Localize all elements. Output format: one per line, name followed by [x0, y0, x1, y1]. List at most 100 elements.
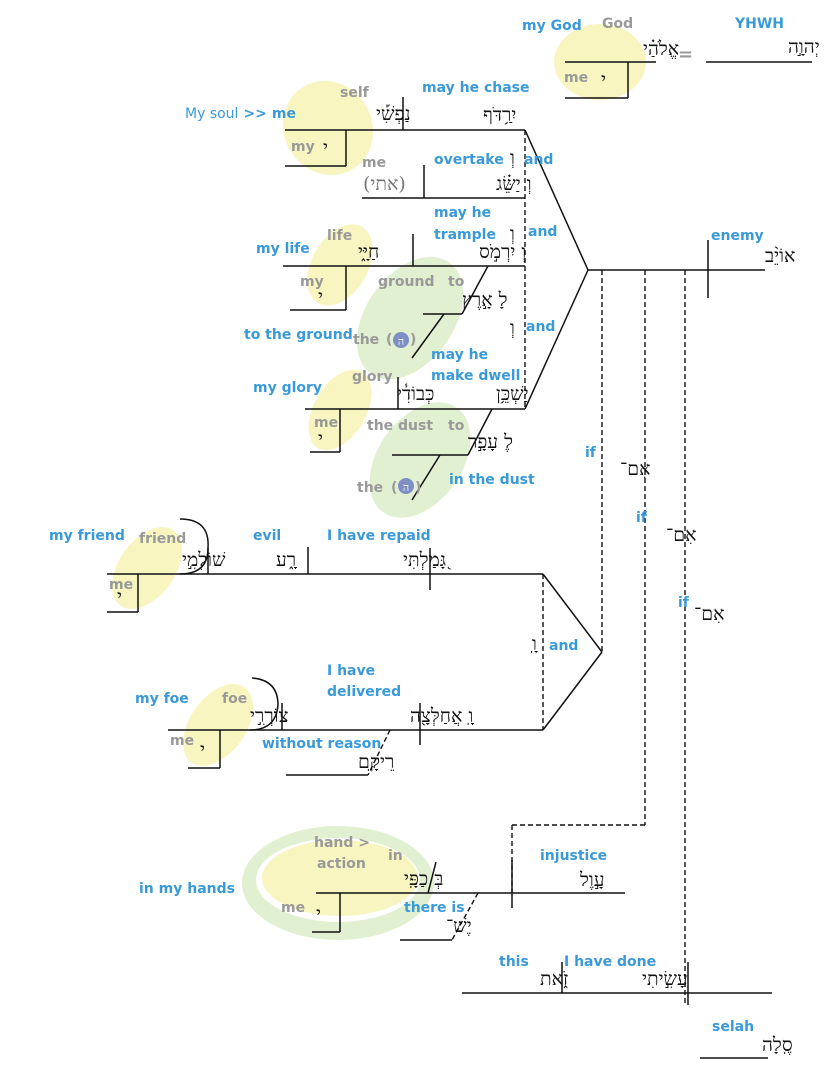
gloss-me-glory: me — [314, 415, 338, 431]
equals-sign: = — [678, 44, 693, 65]
hebrew-elohay: אֱלֹהַ֗י — [643, 38, 679, 60]
hebrew-yiraddof: יִרַ֥דֹּף — [483, 104, 516, 126]
article-dot-dust — [398, 478, 414, 494]
gloss-the-dust-art: the — [357, 480, 383, 496]
gloss-action: action — [317, 856, 366, 872]
gloss-without-reason: without reason — [262, 736, 381, 752]
gloss-i-have-done: I have done — [564, 954, 656, 970]
gloss-to-dust: to — [448, 418, 465, 434]
gloss-my-life-poss: my — [300, 274, 324, 290]
hebrew-yod-soul: י — [323, 137, 328, 159]
hebrew-yod-life: י — [318, 286, 323, 308]
gloss-in-the-dust: in the dust — [449, 472, 535, 488]
article-dot-ground — [393, 332, 409, 348]
gloss-may-he-chase: may he chase — [422, 80, 529, 96]
gloss-evil: evil — [253, 528, 281, 544]
gloss-life: life — [327, 228, 352, 244]
hebrew-im-1: אִם־ — [620, 458, 651, 480]
hebrew-bekappay: בְּ כַפָּֽי — [404, 868, 443, 890]
paren-open-dust: ( — [391, 480, 397, 496]
hebrew-yod-foe: י — [200, 739, 205, 761]
hebrew-yod-glory: י — [318, 428, 323, 450]
highlight-hands-core — [262, 840, 418, 916]
hebrew-yod-friend: י — [117, 586, 122, 608]
hebrew-leafar: לֶ עָפָ֣ר — [468, 431, 513, 453]
gloss-me-god: me — [564, 70, 588, 86]
gloss-ground: ground — [378, 274, 435, 290]
highlight-friend — [112, 527, 182, 609]
gloss-my-foe: my foe — [135, 691, 189, 707]
highlight-ground — [356, 256, 464, 380]
highlight-soul — [282, 80, 374, 176]
gloss-god: God — [602, 16, 633, 32]
gloss-me-hands: me — [281, 900, 305, 916]
hebrew-ra: רָ֑ע — [276, 549, 297, 571]
gloss-my-glory: my glory — [253, 380, 322, 396]
gloss-in-hands: in — [388, 848, 403, 864]
hebrew-yhwh: יְהוָ֣ה — [788, 36, 820, 58]
highlight-dust — [369, 402, 471, 518]
gloss-me-overtake: me — [362, 155, 386, 171]
vav-trample: וְ — [510, 223, 515, 245]
hebrew-yod-hands: י — [316, 903, 321, 925]
conj-and-trample: and — [528, 224, 557, 240]
gloss-self: self — [340, 85, 370, 101]
hebrew-kevodi: כְּבוֹדִ֓י — [397, 383, 434, 405]
hebrew-tsorerai: צוֹרְרִ֣י — [250, 705, 289, 727]
gloss-my-soul-poss: my — [291, 139, 315, 155]
gloss-foe: foe — [222, 691, 247, 707]
hebrew-ahalletsah: וָֽ אֲחַלְּצָ֖ה — [410, 705, 475, 727]
gloss-my-soul: My soul>>me — [185, 106, 296, 122]
gloss-if-1: if — [585, 445, 597, 461]
conj-and-dwell: and — [526, 319, 555, 335]
gloss-the-dust: the dust — [367, 418, 433, 434]
gloss-to-the-ground: to the ground — [244, 327, 353, 343]
gloss-may-he-dwell: may he — [431, 347, 488, 363]
conj-and-delivered: and — [549, 638, 578, 654]
gloss-enemy: enemy — [711, 228, 764, 244]
hebrew-yirmos: וְ יִרְמֹ֣ס — [479, 241, 526, 263]
hebrew-yasseg: וְ יַשֵּׂ֗ג — [496, 173, 532, 195]
gloss-overtake: overtake — [434, 152, 504, 168]
paren-close-ground: ) — [410, 332, 416, 348]
gloss-yhwh: YHWH — [734, 16, 784, 32]
gloss-if-2: if — [636, 510, 648, 526]
hebrew-im-3: אִם־ — [694, 603, 725, 625]
hebrew-selah: סֶֽלָה — [762, 1034, 793, 1056]
conj-and-overtake: and — [524, 152, 553, 168]
article-he-dust: ה — [403, 481, 409, 494]
hebrew-oyev: אוֹיֵ֨ב — [765, 245, 795, 267]
vav-overtake: וְ — [510, 147, 515, 169]
hebrew-im-2: אִם־ — [666, 524, 697, 546]
gloss-this: this — [499, 954, 529, 970]
vav-dwell: וְ — [510, 317, 515, 339]
gloss-my-life: my life — [256, 241, 310, 257]
gloss-to-ground: to — [448, 274, 465, 290]
gloss-glory: glory — [352, 369, 392, 385]
article-he-ground: ה — [398, 335, 404, 348]
gloss-delivered: delivered — [327, 684, 401, 700]
gloss-hand: hand > — [314, 835, 370, 851]
gloss-selah: selah — [712, 1019, 754, 1035]
hebrew-laarets: לָ אָ֣רֶץ — [462, 289, 508, 311]
gloss-there-is: there is — [404, 900, 465, 916]
paren-close-dust: ) — [415, 480, 421, 496]
hebrew-asiti: עָשִׂ֣יתִי — [642, 968, 688, 990]
hebrew-reqam: רֵיקָֽם — [358, 751, 394, 773]
hebrew-oti: (אתי) — [363, 173, 406, 195]
gloss-my-friend: my friend — [49, 528, 125, 544]
paren-open-ground: ( — [386, 332, 392, 348]
hebrew-nafshi: נַפְשִׁ֡י — [376, 103, 411, 125]
vav-delivered: וָֽ — [531, 633, 538, 655]
gloss-if-3: if — [678, 595, 690, 611]
hebrew-yesh: יֶשׁ־ — [446, 915, 472, 937]
hebrew-yod-god: י — [601, 69, 606, 91]
gloss-injustice: injustice — [540, 848, 607, 864]
hebrew-gamalti: גָּ֭מַלְתִּי — [403, 549, 452, 571]
gloss-i-have-delivered: I have — [327, 663, 375, 679]
gloss-me-friend: me — [109, 577, 133, 593]
gloss-i-have-repaid: I have repaid — [327, 528, 431, 544]
hebrew-avel: עָ֣וֶל — [579, 869, 605, 891]
gloss-the-ground: the — [353, 332, 379, 348]
